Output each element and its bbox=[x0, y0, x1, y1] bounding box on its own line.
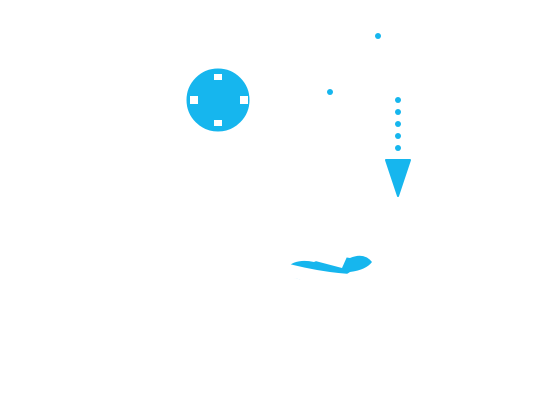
container-inner-rim bbox=[270, 226, 476, 256]
arrow-head bbox=[386, 160, 410, 196]
drop-direction-arrow bbox=[386, 97, 410, 196]
blade-holder bbox=[286, 150, 374, 268]
container-side-clip bbox=[236, 324, 248, 356]
blade-disposal-container bbox=[236, 226, 504, 388]
knife-head bbox=[248, 20, 390, 132]
